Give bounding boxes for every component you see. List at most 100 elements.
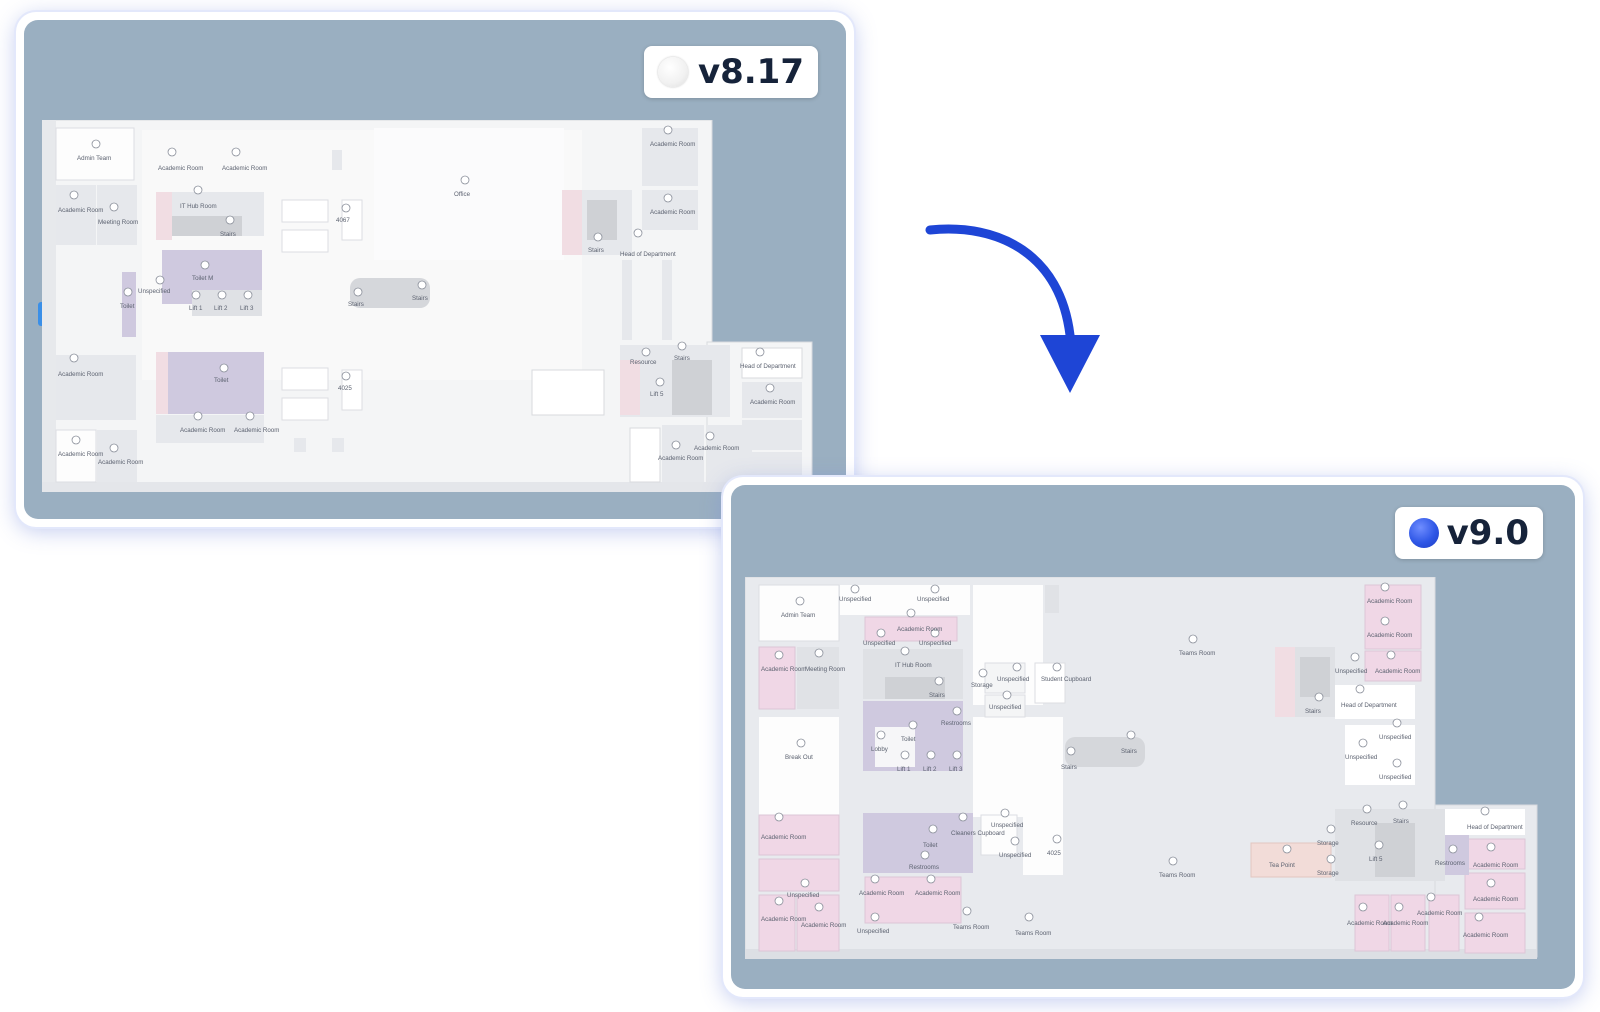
lift-icon [217,290,227,300]
person-icon [1426,892,1436,902]
label-academic-room: Academic Room [58,371,103,378]
label-academic-room: Academic Room [1473,862,1518,869]
storage-icon [1326,854,1336,864]
label-academic-room: Academic Room [1367,598,1412,605]
people-icon [1386,650,1396,660]
person-icon [1480,806,1490,816]
floor-plan-new[interactable]: Admin Team Unspecified Unspecified Acade… [745,577,1545,962]
label-academic-room: Academic Room [1367,632,1412,639]
label-unspecified: Unspecified [1379,774,1412,781]
pin-icon [870,912,880,922]
label-storage: Storage [1317,870,1339,877]
label-academic-room: Academic Room [859,890,904,897]
pin-icon [1392,718,1402,728]
label-academic-room: Academic Room [1473,896,1518,903]
people-icon [109,202,119,212]
floor-plan-new-svg: Admin Team Unspecified Unspecified Acade… [745,577,1538,959]
label-office: Office [454,191,471,198]
map-viewport-new[interactable]: v9.0 [731,485,1575,989]
pin-icon [1000,808,1010,818]
storage-icon [978,668,988,678]
person-icon [167,147,177,157]
person-icon [774,896,784,906]
label-teams-room: Teams Room [1179,650,1215,657]
label-academic-room: Academic Room [658,455,703,462]
label-storage: Storage [1317,840,1339,847]
label-toilet: Toilet [214,377,229,384]
label-it-hub-room: IT Hub Room [895,662,932,669]
pin-icon [1010,836,1020,846]
label-academic-room: Academic Room [1383,920,1428,927]
pin-icon [1362,804,1372,814]
person-icon [71,435,81,445]
label-stairs: Stairs [929,692,945,699]
pin-icon [928,824,938,834]
label-restrooms: Restrooms [909,864,939,871]
label-toilet: Toilet [923,842,938,849]
label-stairs: Stairs [1061,764,1077,771]
label-academic-room: Academic Room [801,922,846,929]
person-icon [926,874,936,884]
label-stairs: Stairs [1305,708,1321,715]
person-icon [814,902,824,912]
people-icon [1380,616,1390,626]
label-stairs: Stairs [348,301,364,308]
label-unspecified: Unspecified [919,640,952,647]
label-unspecified: Unspecified [138,288,171,295]
label-academic-room: Academic Room [1463,932,1508,939]
pin-icon [1392,758,1402,768]
label-head-of-department: Head of Department [1341,702,1397,709]
storage-icon [1326,824,1336,834]
person-icon [460,175,470,185]
person-icon [193,411,203,421]
floorplan-panel-new: v9.0 [723,477,1583,997]
pin-icon [1350,652,1360,662]
stairs-icon [225,215,235,225]
label-unspecified: Unspecified [991,822,1024,829]
label-meeting-room: Meeting Room [98,219,138,226]
stairs-icon [353,287,363,297]
person-icon [755,347,765,357]
version-label-old: v8.17 [697,52,804,92]
pin-icon [800,878,810,888]
person-icon [774,650,784,660]
label-tea-point: Tea Point [1269,862,1295,869]
person-icon [69,190,79,200]
version-indicator-white [657,57,688,87]
person-icon [193,185,203,195]
label-room-4025: 4025 [338,385,352,392]
stairs-icon [934,676,944,686]
person-icon [1486,842,1496,852]
people-icon [1168,856,1178,866]
label-room-4025: 4025 [1047,850,1061,857]
toilet-icon [123,287,133,297]
people-icon [663,125,673,135]
label-academic-room: Academic Room [1375,668,1420,675]
people-icon [900,646,910,656]
map-viewport-old[interactable]: v8.17 ‹ [24,20,846,519]
label-unspecified: Unspecified [999,852,1032,859]
lift-icon [191,290,201,300]
person-icon [796,738,806,748]
people-icon [1024,912,1034,922]
label-stairs: Stairs [220,231,236,238]
label-academic-room: Academic Room [58,451,103,458]
pin-icon [930,628,940,638]
label-stairs: Stairs [1393,818,1409,825]
lift-icon [655,377,665,387]
label-academic-room: Academic Room [694,445,739,452]
pin-icon [876,628,886,638]
label-unspecified: Unspecified [1345,754,1378,761]
lift-icon [926,750,936,760]
toilet-icon [200,260,210,270]
person-icon [231,147,241,157]
label-stairs: Stairs [412,295,428,302]
label-lift-1: Lift 1 [897,766,911,773]
floor-plan-old[interactable]: Admin Team Academic Room Academic Room A… [42,120,832,510]
label-academic-room: Academic Room [761,834,806,841]
version-indicator-blue [1408,518,1439,548]
person-icon [1358,902,1368,912]
label-restrooms: Restrooms [941,720,971,727]
person-icon [1394,902,1404,912]
label-unspecified: Unspecified [1335,668,1368,675]
